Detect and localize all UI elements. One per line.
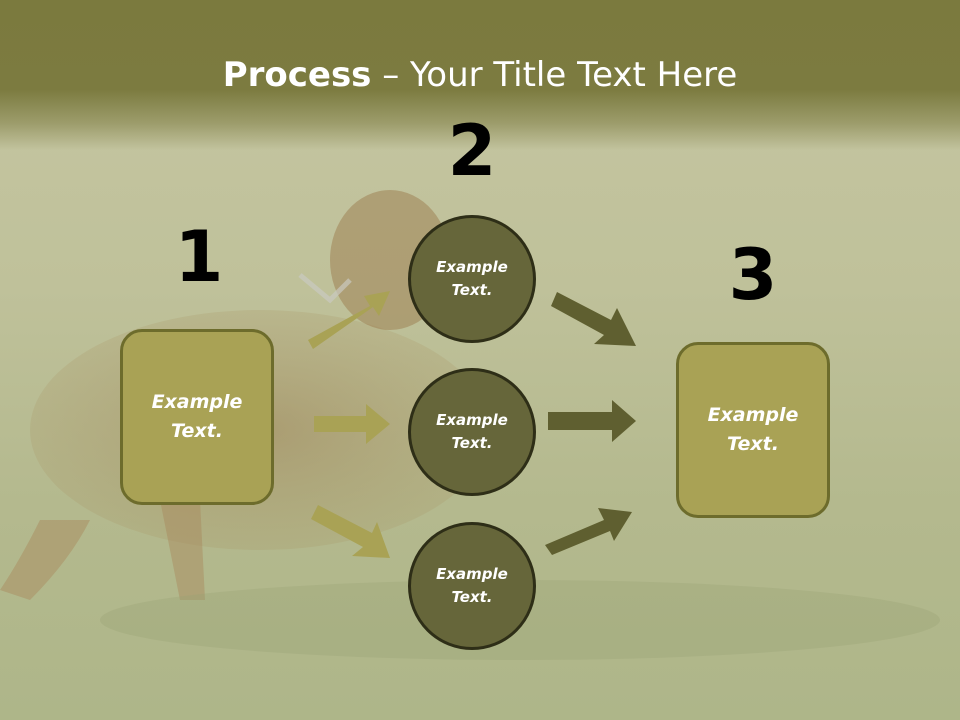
step-2-circle-top: Example Text. — [408, 215, 536, 343]
arrow-from-middle-circle — [548, 400, 636, 442]
arrow-to-middle-circle — [314, 404, 390, 444]
arrow-from-bottom-circle — [545, 508, 632, 555]
page-title: Process – Your Title Text Here — [0, 52, 960, 98]
step-number-3: 3 — [728, 234, 778, 316]
title-bold: Process — [222, 55, 372, 95]
step-2-circle-bottom: Example Text. — [408, 522, 536, 650]
step-number-2: 2 — [447, 110, 497, 192]
arrow-to-bottom-circle — [311, 505, 390, 558]
arrow-from-top-circle — [551, 292, 636, 346]
step-number-1: 1 — [174, 216, 224, 298]
title-rest: – Your Title Text Here — [371, 55, 738, 95]
step-2-circle-middle: Example Text. — [408, 368, 536, 496]
step-1-box: Example Text. — [120, 329, 274, 505]
arrow-to-top-circle — [308, 291, 390, 349]
step-3-box: Example Text. — [676, 342, 830, 518]
header-band — [0, 0, 960, 150]
